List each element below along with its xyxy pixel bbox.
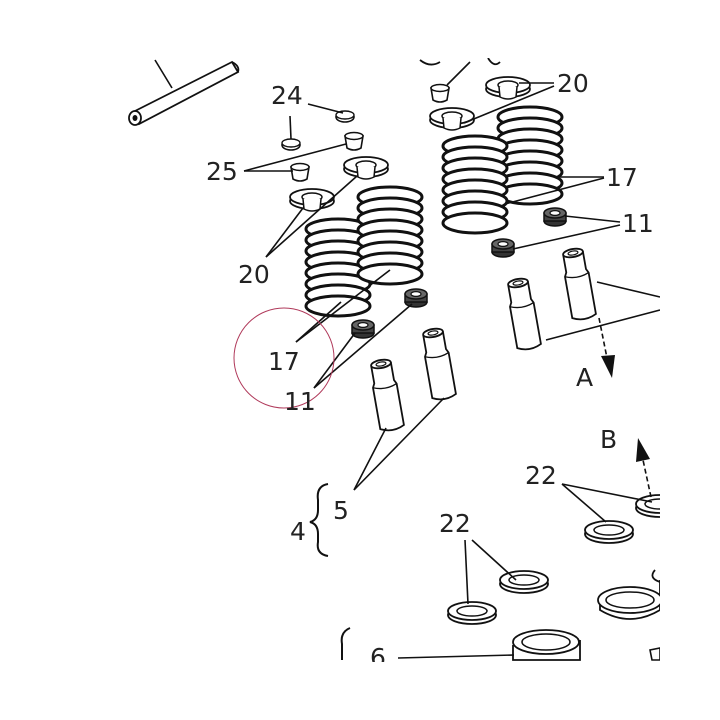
label-22-lower: 22 (439, 509, 471, 538)
label-24: 24 (271, 81, 303, 110)
seal-11-right-b (491, 238, 515, 258)
seat-22-c (499, 570, 549, 594)
arrow-A (598, 317, 615, 378)
large-ring-right (597, 580, 663, 620)
retainer-20-right-a (485, 76, 531, 100)
retainer-20-right-b (429, 107, 475, 131)
guide-5-right-b (504, 276, 543, 352)
collet-24-right (335, 110, 355, 123)
retainer-20-left-b (343, 156, 389, 180)
guide-5-left-b (419, 326, 458, 402)
seal-11-left-a (351, 319, 375, 339)
crop-bottom (0, 662, 720, 720)
brace-4 (309, 483, 329, 557)
label-A: A (576, 363, 593, 392)
label-22-upper: 22 (525, 461, 557, 490)
guide-5-right-a (559, 246, 598, 322)
leader-lines (243, 82, 661, 659)
guide-5-left-a (367, 357, 406, 433)
spring-17-left-b (356, 185, 424, 286)
highlight-circle (233, 307, 335, 409)
crop-right (660, 0, 720, 720)
crop-top (0, 0, 720, 58)
label-25: 25 (206, 157, 238, 186)
collet-24-left (281, 138, 301, 151)
pushrod (128, 59, 240, 126)
seat-22-d (447, 601, 497, 625)
label-4: 4 (290, 517, 306, 546)
seat-22-a (584, 520, 634, 544)
label-20-left: 20 (238, 260, 270, 289)
seal-11-left-b (404, 288, 428, 308)
brace-6 (340, 627, 351, 660)
spring-17-right-b (441, 134, 509, 235)
arrow-B (636, 438, 652, 498)
label-11-left: 11 (284, 387, 316, 416)
label-B: B (600, 425, 617, 454)
cotter-25-left (290, 162, 310, 182)
seal-11-right-a (543, 207, 567, 227)
label-5: 5 (333, 496, 349, 525)
large-ring-bottom (512, 629, 581, 661)
label-20-right: 20 (557, 69, 589, 98)
label-17-right: 17 (606, 163, 638, 192)
cotter-25-right (344, 131, 364, 151)
part-labels: 24 25 20 17 11 5 4 20 17 11 A B 22 22 6 (206, 69, 654, 672)
retainer-20-left-a (289, 188, 335, 212)
label-11-right: 11 (622, 209, 654, 238)
label-17-left: 17 (268, 347, 300, 376)
top-fragment (419, 57, 501, 103)
